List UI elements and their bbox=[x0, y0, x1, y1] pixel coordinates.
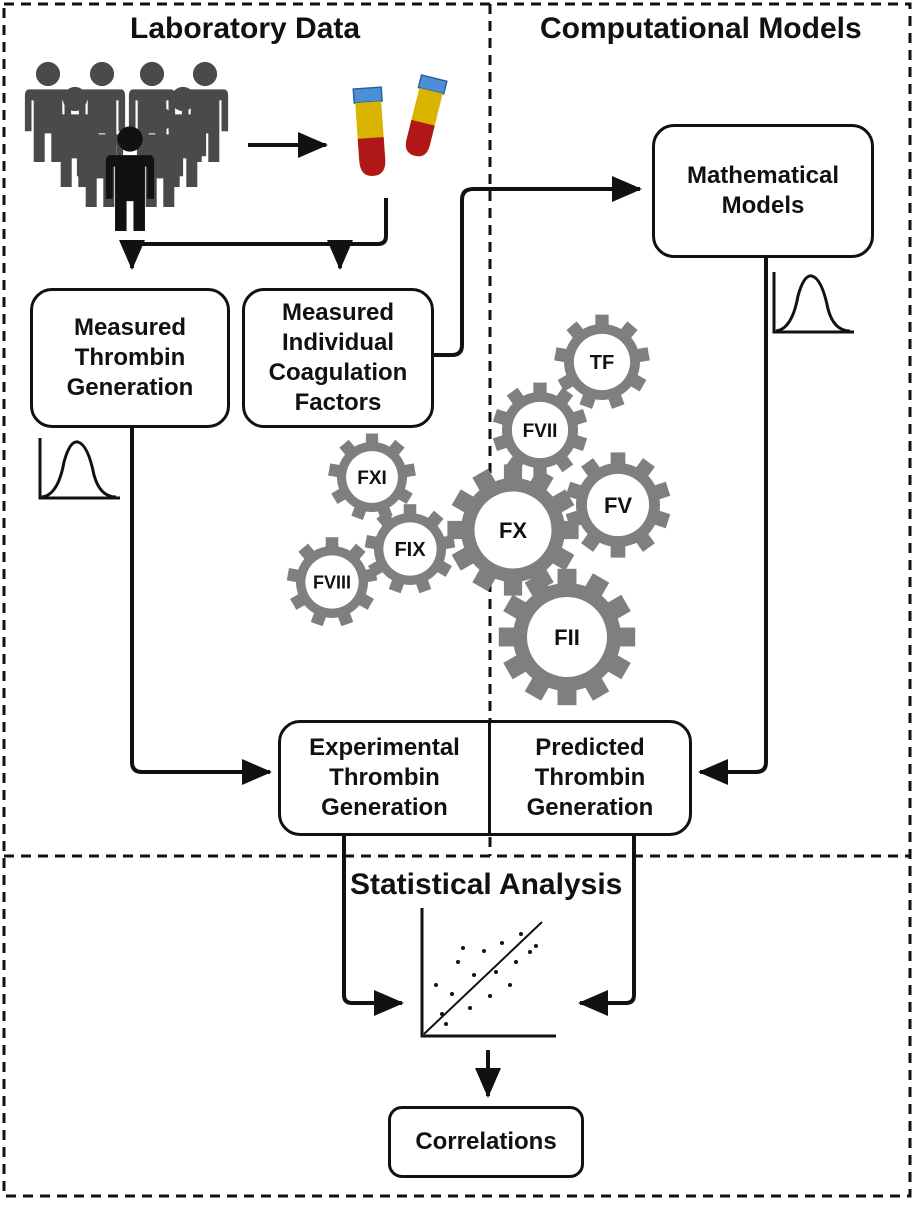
box-line: Mathematical bbox=[686, 162, 840, 189]
box-line: Predicted bbox=[535, 734, 645, 761]
box-line: Factors bbox=[294, 389, 382, 416]
gear-fviii: FVIII bbox=[286, 537, 378, 627]
box-line: Generation bbox=[66, 374, 194, 401]
correlations-label: Correlations bbox=[415, 1128, 557, 1155]
measured-factors-box: Measured Individual Coagulation Factors bbox=[242, 288, 434, 428]
correlations-box: Correlations bbox=[388, 1106, 584, 1178]
arrow-factors-to-models bbox=[432, 176, 642, 357]
gear-hub bbox=[586, 473, 650, 537]
box-line: Measured bbox=[281, 299, 395, 326]
gear-tf: TF bbox=[554, 314, 650, 409]
gear-fv: FV bbox=[565, 452, 671, 558]
gear-label-fii: FII bbox=[554, 625, 580, 650]
gear-fii: FII bbox=[498, 568, 636, 706]
gear-label-fx: FX bbox=[499, 518, 527, 543]
mathematical-models-box: Mathematical Models bbox=[652, 124, 874, 258]
gear-label-fviii: FVIII bbox=[313, 572, 351, 592]
box-line: Generation bbox=[321, 794, 448, 821]
arrow-measured-to-experimental bbox=[130, 428, 272, 785]
arrow-models-to-predicted bbox=[698, 258, 768, 785]
thrombin-curve-icon-right bbox=[772, 272, 854, 334]
gear-hub bbox=[346, 451, 398, 503]
box-line: Measured bbox=[73, 314, 187, 341]
section-title-statistical: Statistical Analysis bbox=[350, 868, 623, 901]
box-line: Coagulation bbox=[268, 359, 408, 386]
gear-fxi: FXI bbox=[328, 433, 416, 520]
box-line: Generation bbox=[526, 794, 654, 821]
box-line: Thrombin bbox=[534, 764, 646, 791]
section-title-laboratory: Laboratory Data bbox=[130, 12, 361, 45]
gears-cluster: TF FVII FXI FV FX FIX FVIII FII bbox=[286, 314, 671, 706]
section-title-computational: Computational Models bbox=[540, 12, 862, 45]
scatter-plot-icon bbox=[420, 908, 556, 1038]
gear-label-tf: TF bbox=[590, 352, 614, 374]
predicted-thrombin-cell: Predicted Thrombin Generation bbox=[491, 723, 689, 833]
gear-label-fv: FV bbox=[604, 493, 632, 518]
thrombin-comparison-box: Experimental Thrombin Generation Predict… bbox=[278, 720, 692, 836]
measured-thrombin-box: Measured Thrombin Generation bbox=[30, 288, 230, 428]
gear-hub bbox=[511, 401, 569, 459]
arrow-predicted-to-analysis bbox=[578, 836, 636, 1016]
experimental-thrombin-cell: Experimental Thrombin Generation bbox=[281, 723, 488, 833]
cell-divider bbox=[488, 723, 491, 833]
connectors bbox=[119, 176, 768, 1098]
gear-label-fxi: FXI bbox=[357, 468, 387, 489]
gear-hub bbox=[305, 555, 359, 609]
gear-hub bbox=[474, 491, 552, 569]
box-line: Thrombin bbox=[329, 764, 440, 791]
box-line: Experimental bbox=[309, 734, 460, 761]
arrow-experimental-to-analysis bbox=[342, 836, 404, 1016]
gear-hub bbox=[573, 333, 631, 391]
thrombin-curve-icon-left bbox=[38, 438, 120, 500]
gear-hub bbox=[383, 522, 437, 576]
gear-label-fix: FIX bbox=[394, 539, 426, 561]
box-line: Thrombin bbox=[74, 344, 186, 371]
arrow-tubes-to-thrombin bbox=[119, 198, 388, 270]
box-line: Models bbox=[721, 192, 805, 219]
gear-fix: FIX bbox=[364, 504, 456, 594]
gear-label-fvii: FVII bbox=[523, 421, 558, 442]
people-icon bbox=[24, 61, 229, 231]
gear-hub bbox=[527, 597, 607, 677]
box-line: Individual bbox=[281, 329, 394, 356]
gear-fvii: FVII bbox=[492, 382, 588, 478]
blood-tubes-icon bbox=[352, 74, 448, 176]
